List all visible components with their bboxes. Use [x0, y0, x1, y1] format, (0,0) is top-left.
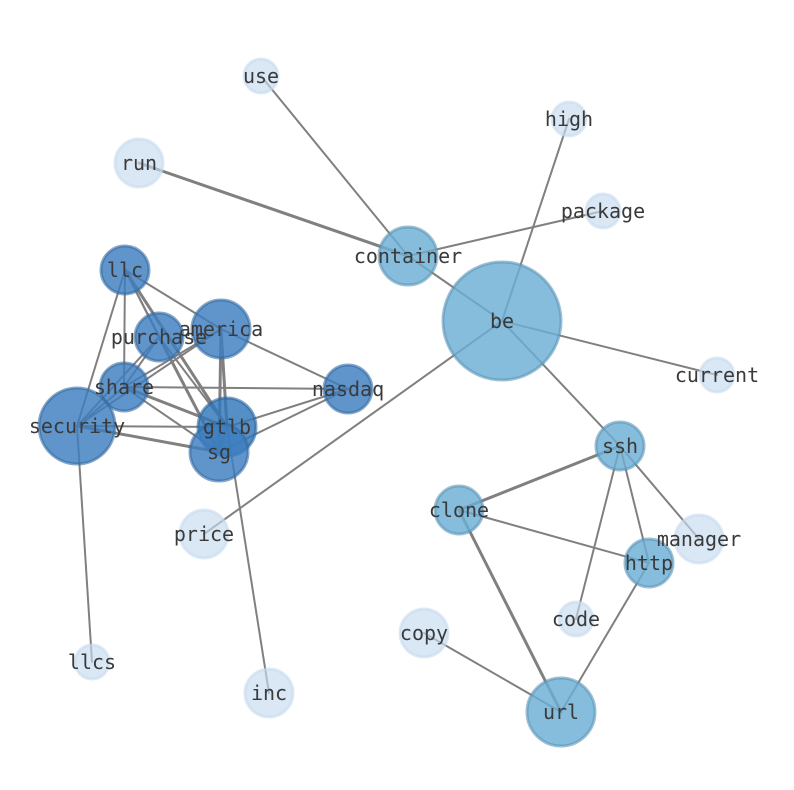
node-ssh[interactable]: [594, 420, 646, 472]
node-inc[interactable]: [243, 667, 295, 719]
node-be[interactable]: [441, 260, 563, 382]
node-label-ssh: ssh: [602, 434, 638, 458]
node-label-gtlb: gtlb: [203, 415, 251, 439]
node-label-http: http: [625, 551, 673, 575]
edge-be-price: [203, 320, 503, 535]
node-label-llc: llc: [107, 258, 143, 282]
node-label-copy: copy: [400, 621, 448, 645]
node-package[interactable]: [584, 192, 622, 230]
node-run[interactable]: [113, 137, 165, 189]
node-label-current: current: [675, 363, 759, 387]
node-manager[interactable]: [673, 513, 725, 565]
node-purchase[interactable]: [133, 311, 185, 363]
node-label-url: url: [543, 700, 579, 724]
edge-clone-url: [457, 508, 563, 714]
node-llcs[interactable]: [73, 643, 111, 681]
node-url[interactable]: [525, 676, 597, 748]
node-clone[interactable]: [433, 484, 485, 536]
node-copy[interactable]: [398, 607, 450, 659]
node-label-package: package: [561, 199, 645, 223]
edge-ssh-clone: [457, 444, 622, 512]
node-price[interactable]: [178, 508, 230, 560]
node-label-clone: clone: [429, 498, 489, 522]
edge-run-container: [137, 161, 410, 258]
node-label-run: run: [121, 151, 157, 175]
node-label-code: code: [552, 607, 600, 631]
node-label-share: share: [94, 375, 154, 399]
node-label-purchase: purchase: [111, 325, 207, 349]
node-label-price: price: [174, 522, 234, 546]
edge-container-package: [407, 210, 604, 257]
node-america[interactable]: [190, 298, 252, 360]
edges-layer: [75, 75, 718, 714]
node-label-inc: inc: [251, 681, 287, 705]
node-label-use: use: [243, 64, 279, 88]
labels-layer: be container use high run package current ssh cl…: [29, 64, 759, 724]
node-label-container: container: [354, 244, 462, 268]
node-label-be: be: [490, 309, 514, 333]
node-label-sg: sg: [207, 440, 231, 464]
node-share[interactable]: [98, 361, 150, 413]
node-label-high: high: [545, 107, 593, 131]
node-label-america: america: [179, 317, 263, 341]
node-http[interactable]: [623, 537, 675, 589]
node-security[interactable]: [37, 386, 117, 466]
edge-share-nasdaq: [123, 386, 349, 390]
node-label-nasdaq: nasdaq: [312, 377, 384, 401]
node-container[interactable]: [377, 225, 439, 287]
node-llc[interactable]: [99, 244, 151, 296]
edge-ssh-code: [575, 445, 621, 620]
node-high[interactable]: [550, 100, 588, 138]
edge-clone-http: [458, 509, 650, 564]
edge-use-container: [260, 75, 409, 257]
node-use[interactable]: [242, 57, 280, 95]
node-nasdaq[interactable]: [322, 363, 374, 415]
node-code[interactable]: [557, 600, 595, 638]
node-current[interactable]: [698, 356, 736, 394]
nodes-layer: [37, 57, 736, 748]
node-label-security: security: [29, 414, 125, 438]
node-label-manager: manager: [657, 527, 741, 551]
node-label-llcs: llcs: [68, 650, 116, 674]
node-sg[interactable]: [188, 421, 250, 483]
